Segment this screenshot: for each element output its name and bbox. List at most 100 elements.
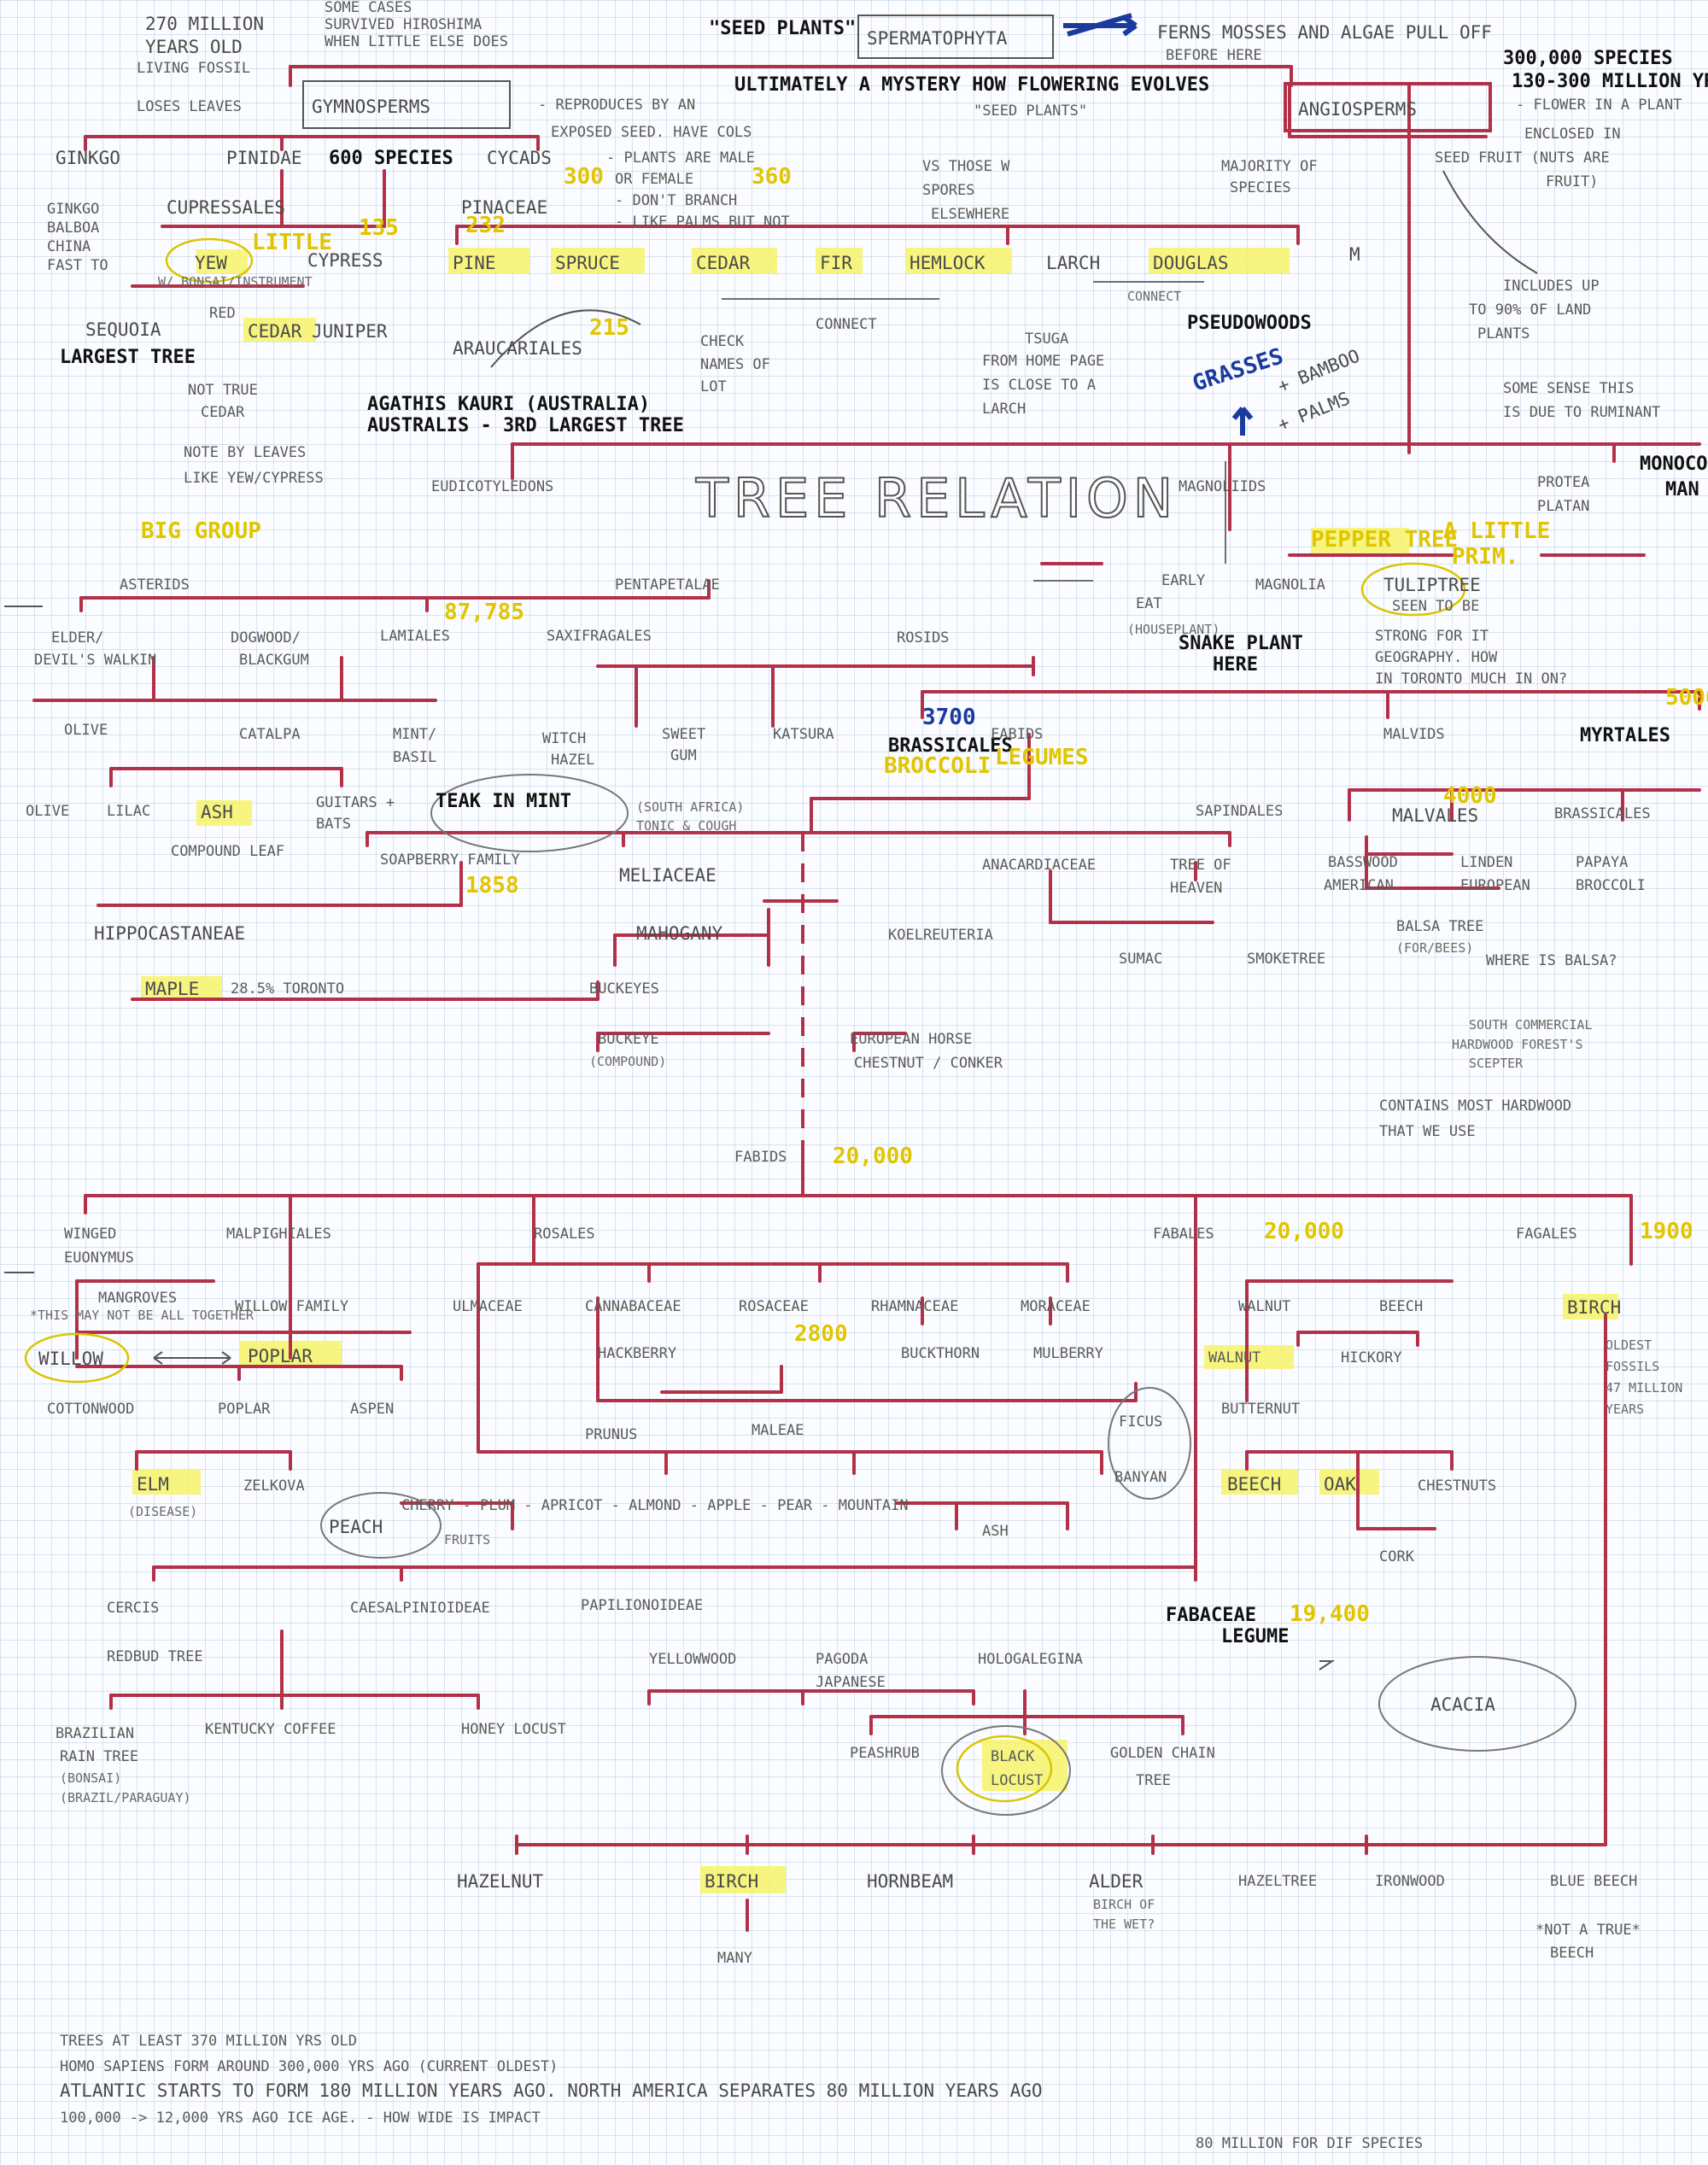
footnote-3: ATLANTIC STARTS TO FORM 180 MILLION YEAR… <box>60 2080 1043 2101</box>
hardwood-2: THAT WE USE <box>1379 1123 1476 1140</box>
dogwood-1: DOGWOOD/ <box>231 629 301 647</box>
winged-1: WINGED <box>64 1226 116 1243</box>
ash: ASH <box>201 802 233 822</box>
ficus-1: FICUS <box>1119 1413 1162 1431</box>
ficus-2: BANYAN <box>1114 1469 1167 1486</box>
brass-num: 3700 <box>922 705 976 730</box>
walnut: WALNUT <box>1208 1349 1261 1366</box>
arauc-num: 215 <box>589 315 629 341</box>
ulmaceae: ULMACEAE <box>453 1298 523 1315</box>
tree-heaven-2: HEAVEN <box>1170 880 1222 897</box>
big-group: BIG GROUP <box>141 518 261 544</box>
label-cedar: CEDAR <box>696 253 751 273</box>
tsuga-2: FROM HOME PAGE <box>982 353 1104 370</box>
buckthorn: BUCKTHORN <box>901 1345 980 1362</box>
disease: (DISEASE) <box>128 1504 197 1519</box>
south-africa-2: TONIC & COUGH <box>636 818 736 834</box>
anacardiaceae: ANACARDIACEAE <box>982 857 1096 874</box>
golden-2: TREE <box>1136 1772 1171 1789</box>
hornbeam: HORNBEAM <box>867 1871 953 1892</box>
yellowwood: YELLOWWOOD <box>649 1651 736 1668</box>
balsa-2: (FOR/BEES) <box>1396 940 1473 956</box>
cup-num: 135 <box>359 215 399 241</box>
fabaceae-2: LEGUME <box>1221 1626 1289 1647</box>
legumes: LEGUMES <box>995 745 1089 770</box>
cycad-note-1: - PLANTS ARE MALE <box>606 149 755 167</box>
alittle-1: A LITTLE <box>1443 518 1550 544</box>
acacia: ACACIA <box>1430 1694 1495 1715</box>
grasses: GRASSES <box>1190 343 1286 396</box>
annotation-shapes <box>4 13 1576 1816</box>
sapindales: SAPINDALES <box>1196 803 1283 820</box>
tsuga-3: IS CLOSE TO A <box>982 377 1096 394</box>
commercial-1: SOUTH COMMERCIAL <box>1469 1017 1593 1033</box>
commercial-3: SCEPTER <box>1469 1056 1524 1071</box>
commercial-2: HARDWOOD FOREST'S <box>1452 1037 1583 1052</box>
katsura: KATSURA <box>773 726 834 743</box>
walnut-h: WALNUT <box>1238 1298 1290 1315</box>
oldest-2: FOSSILS <box>1606 1359 1659 1374</box>
elder-1: ELDER/ <box>51 629 103 647</box>
hackberry: HACKBERRY <box>598 1345 676 1362</box>
smoketree: SMOKETREE <box>1247 951 1325 968</box>
some-sense-1: SOME SENSE THIS <box>1503 380 1635 397</box>
label-angiosperms: ANGIOSPERMS <box>1298 99 1417 120</box>
rosales: ROSALES <box>534 1226 595 1243</box>
malvales: MALVALES <box>1392 805 1478 826</box>
label-angio-species: 300,000 SPECIES <box>1503 48 1673 69</box>
pepper-tree: PEPPER TREE <box>1311 527 1458 553</box>
buckeyes: BUCKEYES <box>589 980 659 998</box>
hickory: HICKORY <box>1341 1349 1402 1366</box>
spores-2: SPORES <box>922 182 974 199</box>
footnote-5: 80 MILLION FOR DIF SPECIES <box>1196 2135 1423 2152</box>
rosids: ROSIDS <box>897 629 949 647</box>
largest-tree: LARGEST TREE <box>60 347 196 368</box>
check-names-1: CHECK <box>700 333 745 350</box>
hologalegina: HOLOGALEGINA <box>978 1651 1083 1668</box>
protea-1: PROTEA <box>1537 474 1589 491</box>
brassicales: BRASSICALES <box>888 735 1013 757</box>
black-locust-2: LOCUST <box>991 1772 1043 1789</box>
pseudowoods: PSEUDOWOODS <box>1187 313 1312 334</box>
south-africa-1: (SOUTH AFRICA) <box>636 799 744 815</box>
fabids-num: 20,000 <box>833 1144 913 1169</box>
label-cypress: CYPRESS <box>307 250 383 271</box>
fabids-2: FABIDS <box>734 1149 787 1166</box>
olive: OLIVE <box>64 722 108 739</box>
label-fir: FIR <box>820 253 852 273</box>
rosaceae-num: 2800 <box>794 1321 848 1347</box>
mint-2: BASIL <box>393 749 436 766</box>
tsuga-4: LARCH <box>982 401 1026 418</box>
monocot-note: MAN <box>1665 479 1699 500</box>
tulip: TULIPTREE <box>1383 575 1481 595</box>
label-before-here: BEFORE HERE <box>1166 47 1262 64</box>
willow: WILLOW <box>38 1349 103 1369</box>
mangroves: MANGROVES <box>98 1290 177 1307</box>
ginkgo-note-1: GINKGO <box>47 201 99 218</box>
cycad-note-3: - DON'T BRANCH <box>615 192 737 209</box>
sweet-2: GUM <box>670 747 697 764</box>
angio-note-3: SEED FRUIT (NUTS ARE <box>1435 149 1610 167</box>
rhamnaceae: RHAMNACEAE <box>871 1298 958 1315</box>
footnote-1: TREES AT LEAST 370 MILLION YRS OLD <box>60 2033 357 2050</box>
blue-beech: BLUE BEECH <box>1550 1873 1637 1890</box>
brazilian-1: BRAZILIAN <box>56 1725 134 1742</box>
oldest-4: YEARS <box>1606 1401 1644 1417</box>
koelreuteria: KOELREUTERIA <box>888 927 993 944</box>
footnote-2: HOMO SAPIENS FORM AROUND 300,000 YRS AGO… <box>60 2058 558 2075</box>
tulip-note-1: SEEN TO BE <box>1392 598 1479 615</box>
witch-2: HAZEL <box>551 752 594 769</box>
alder: ALDER <box>1089 1871 1144 1892</box>
label-yew: YEW <box>195 253 227 273</box>
label-cupressales: CUPRESSALES <box>167 197 285 218</box>
cycad-note-4: - LIKE PALMS BUT NOT <box>615 214 790 231</box>
label-larch: LARCH <box>1046 253 1100 273</box>
land-plants-2: TO 90% OF LAND <box>1469 301 1591 319</box>
label-cycads: CYCADS <box>487 148 552 168</box>
yew-note: LITTLE <box>252 230 332 255</box>
angiosperm-upper: EUDICOTYLEDONS MONOCOTS MAN BIG GROUP MA… <box>26 453 1708 1140</box>
not-true-cedar-1: NOT TRUE <box>188 382 258 399</box>
basswood-1: BASSWOOD <box>1328 854 1398 871</box>
label-sequoia: SEQUOIA <box>85 319 161 340</box>
